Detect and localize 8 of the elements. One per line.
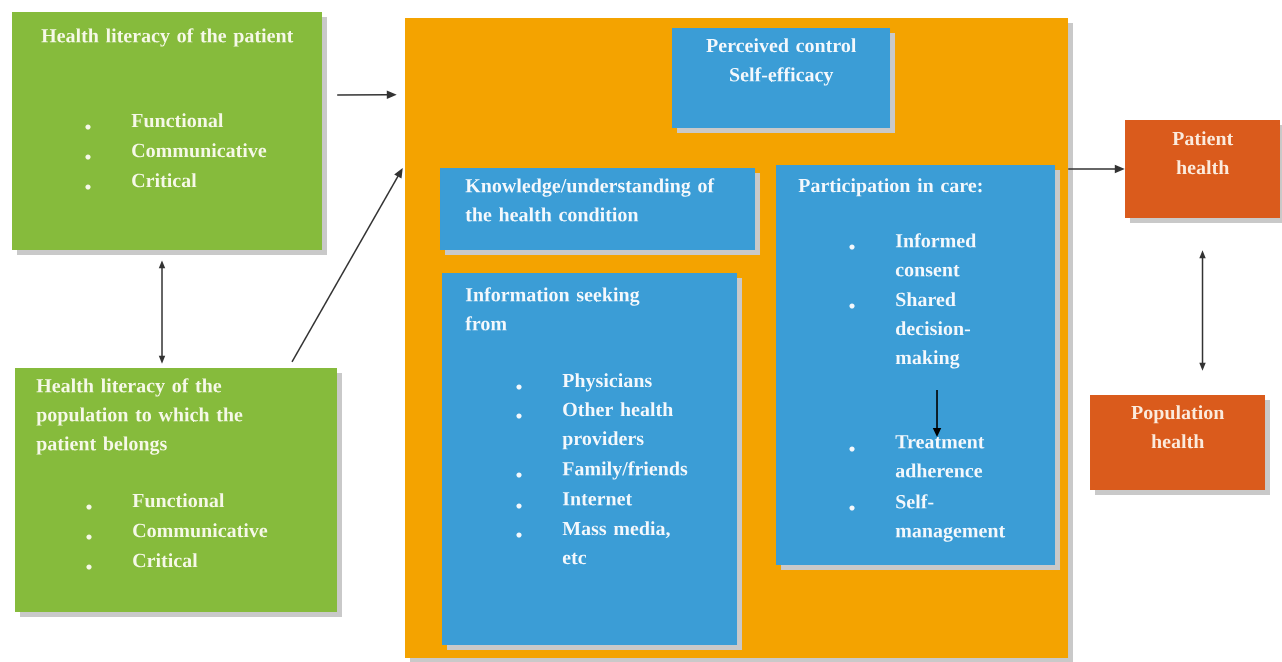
concept-box: Participation in care: Informed consent Shared decision-making Treatment adherence Self-management	[776, 165, 1060, 570]
concept-box: Information seeking from Physicians Other health providers Family/friends Internet Mass media, etc	[442, 273, 742, 650]
health-box: Patient health	[1125, 120, 1282, 223]
literacy-box: Health literacy of the patient Functional Communicative Critical	[12, 12, 327, 255]
concept-box: Knowledge/understanding of the health condition	[440, 168, 760, 255]
literacy-box: Health literacy of the population to which the patient belongs Functional Communicative Critical	[15, 368, 342, 617]
health-box: Population health	[1090, 395, 1270, 495]
concept-box: Perceived control Self-efficacy	[672, 28, 895, 133]
